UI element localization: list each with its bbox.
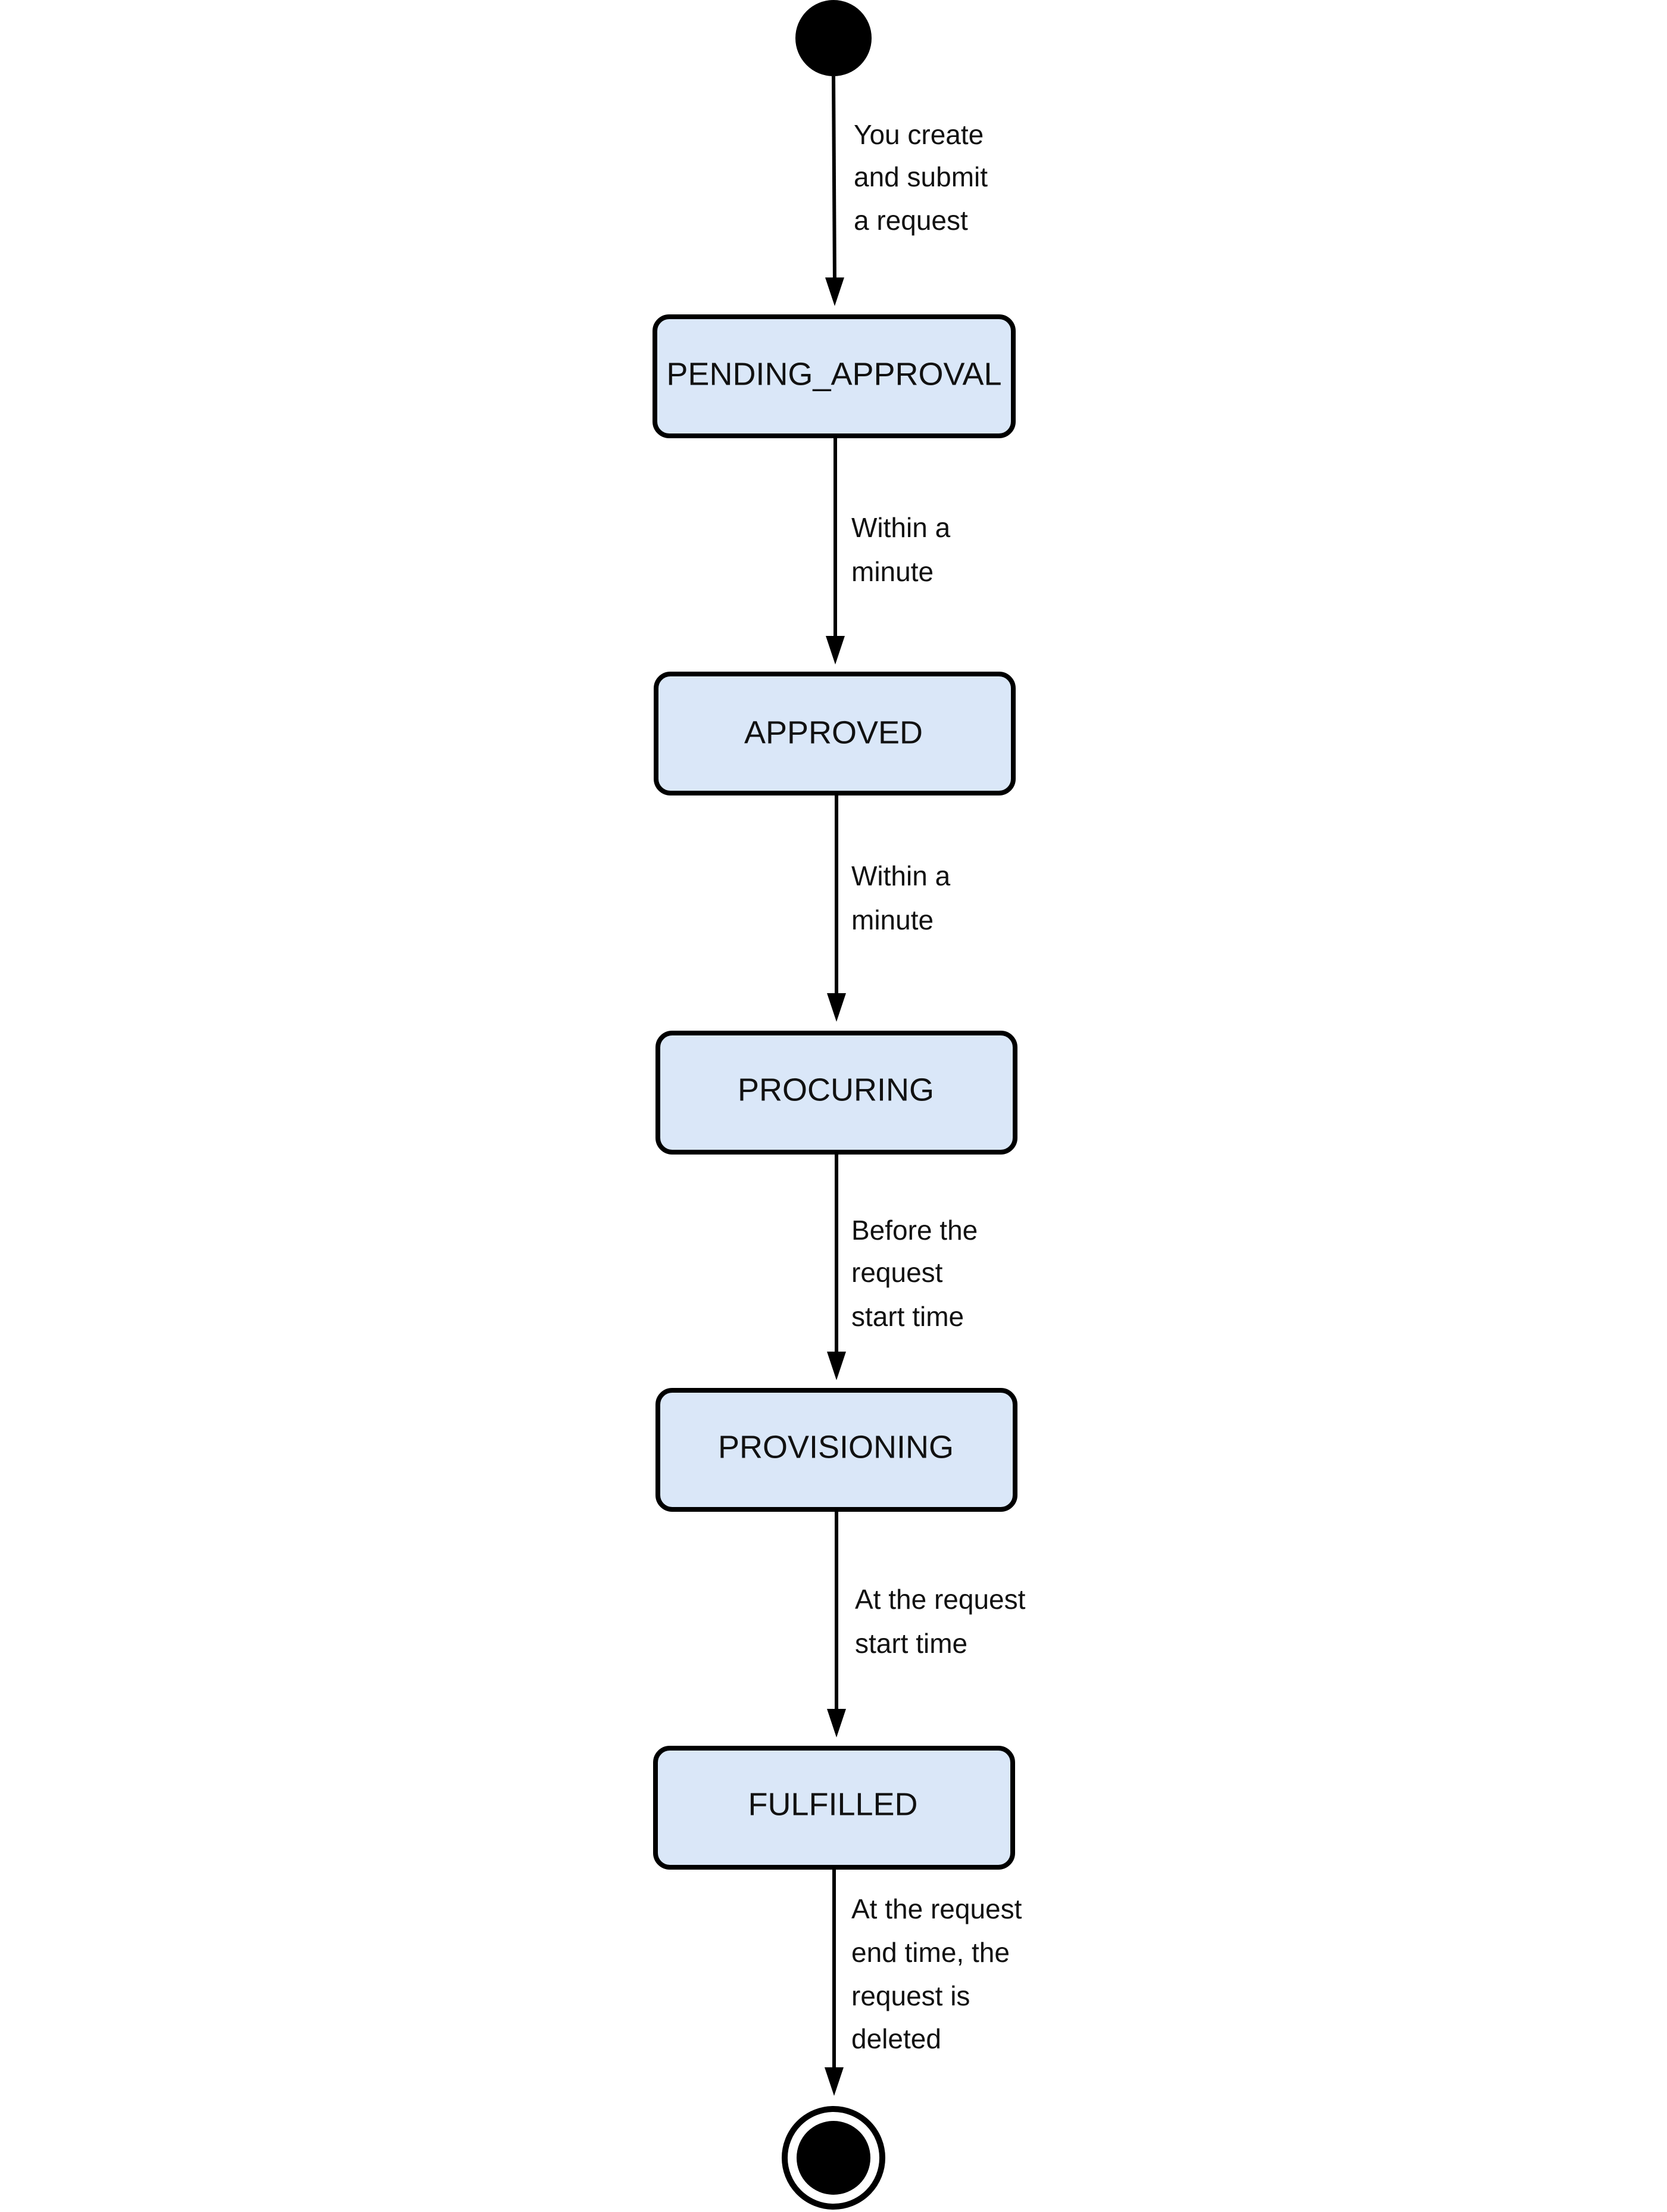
arrow-head — [827, 1352, 846, 1380]
transition-label: Within a minute — [851, 860, 958, 935]
transition-label-line: request is — [851, 1980, 970, 2011]
transition-label-line: minute — [851, 904, 934, 935]
state-label: PROCURING — [738, 1072, 934, 1107]
state-label: APPROVED — [744, 715, 923, 750]
transition-label-line: You create — [854, 119, 984, 150]
transition-fulfilled-to-final: At the request end time, the request is … — [825, 1868, 1029, 2096]
arrow-head — [827, 1709, 846, 1737]
state-box-shape — [653, 1746, 1015, 1870]
transition-label: Before the request start time — [851, 1215, 985, 1332]
state-fulfilled: FULFILLED — [653, 1746, 1015, 1870]
transition-provisioning-to-fulfilled: At the request start time — [827, 1511, 1033, 1737]
transition-procuring-to-provisioning: Before the request start time — [827, 1153, 985, 1380]
final-state-core — [797, 2121, 870, 2195]
arrow-head — [825, 2067, 844, 2096]
transition-label-line: end time, the — [851, 1937, 1010, 1968]
initial-state-node — [795, 0, 872, 76]
transition-label: At the request start time — [855, 1584, 1033, 1659]
transition-label-line: and submit — [854, 161, 988, 192]
state-approved: APPROVED — [654, 672, 1016, 795]
transition-label: At the request end time, the request is … — [851, 1893, 1029, 2054]
transition-line — [832, 76, 836, 285]
arrow-head — [826, 636, 845, 664]
state-box-shape — [654, 672, 1016, 795]
state-pending-approval: PENDING_APPROVAL — [653, 314, 1016, 438]
transition-label-line: At the request — [851, 1893, 1022, 1924]
transition-label-line: request — [851, 1257, 943, 1288]
transition-label-line: minute — [851, 556, 934, 587]
state-box-shape — [655, 1388, 1017, 1512]
transition-approved-to-procuring: Within a minute — [827, 794, 958, 1022]
transition-label: Within a minute — [851, 512, 958, 587]
transition-label-line: start time — [851, 1301, 964, 1332]
transition-label-line: Before the — [851, 1215, 978, 1246]
transition-pending-approval-to-approved: Within a minute — [826, 437, 958, 664]
transition-label-line: Within a — [851, 512, 951, 543]
state-label: FULFILLED — [748, 1786, 917, 1822]
state-procuring: PROCURING — [655, 1031, 1017, 1155]
transition-label-line: deleted — [851, 2023, 941, 2054]
final-state-node — [782, 2106, 885, 2210]
transition-label-line: a request — [854, 205, 968, 236]
arrow-head — [825, 277, 844, 306]
state-provisioning: PROVISIONING — [655, 1388, 1017, 1512]
state-box-shape — [653, 314, 1016, 438]
state-box-shape — [655, 1031, 1017, 1155]
state-label: PROVISIONING — [718, 1429, 954, 1465]
transition-label: You create and submit a request — [854, 119, 995, 236]
transition-initial-to-pending-approval: You create and submit a request — [825, 76, 995, 306]
transition-label-line: start time — [855, 1628, 967, 1659]
state-label: PENDING_APPROVAL — [666, 356, 1001, 392]
transition-label-line: Within a — [851, 860, 951, 891]
arrow-head — [827, 993, 846, 1022]
transition-label-line: At the request — [855, 1584, 1026, 1615]
